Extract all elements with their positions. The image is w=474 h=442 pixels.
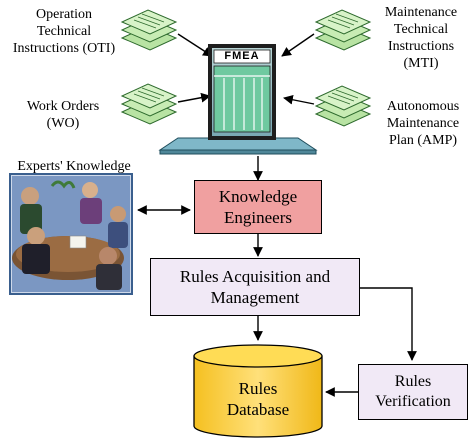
rules-verification-line2: Verification [375, 393, 451, 410]
knowledge-engineers-box: Knowledge Engineers [194, 180, 322, 234]
rules-acquisition-line1: Rules Acquisition and [179, 267, 331, 286]
rules-verification-box: Rules Verification [358, 364, 468, 420]
document-stack-mti-icon [314, 9, 372, 51]
document-stack-wo-icon [120, 83, 178, 125]
source-label-wo: Work Orders (WO) [26, 99, 100, 131]
source-label-oti: Operation Technical Instructions (OTI) [12, 7, 116, 56]
rules-database-label: Rules Database [226, 379, 290, 419]
document-stack-oti-icon [120, 9, 178, 51]
rules-acquisition-box: Rules Acquisition and Management [150, 258, 360, 316]
knowledge-engineers-line1: Knowledge [218, 187, 298, 206]
rules-verification-line1: Rules [394, 373, 432, 390]
source-label-amp: Autonomous Maintenance Plan (AMP) [386, 99, 460, 148]
fmea-computer-icon [158, 44, 318, 155]
experts-knowledge-label: Experts' Knowledge [17, 159, 131, 174]
knowledge-engineers-line2: Engineers [224, 208, 292, 227]
rules-acquisition-line2: Management [210, 288, 300, 307]
fmea-label: FMEA [224, 50, 260, 62]
rules-database-cylinder [193, 344, 323, 438]
document-stack-amp-icon [314, 85, 372, 127]
experts-meeting-picture [9, 173, 133, 295]
source-label-mti: Maintenance Technical Instructions (MTI) [384, 5, 458, 71]
